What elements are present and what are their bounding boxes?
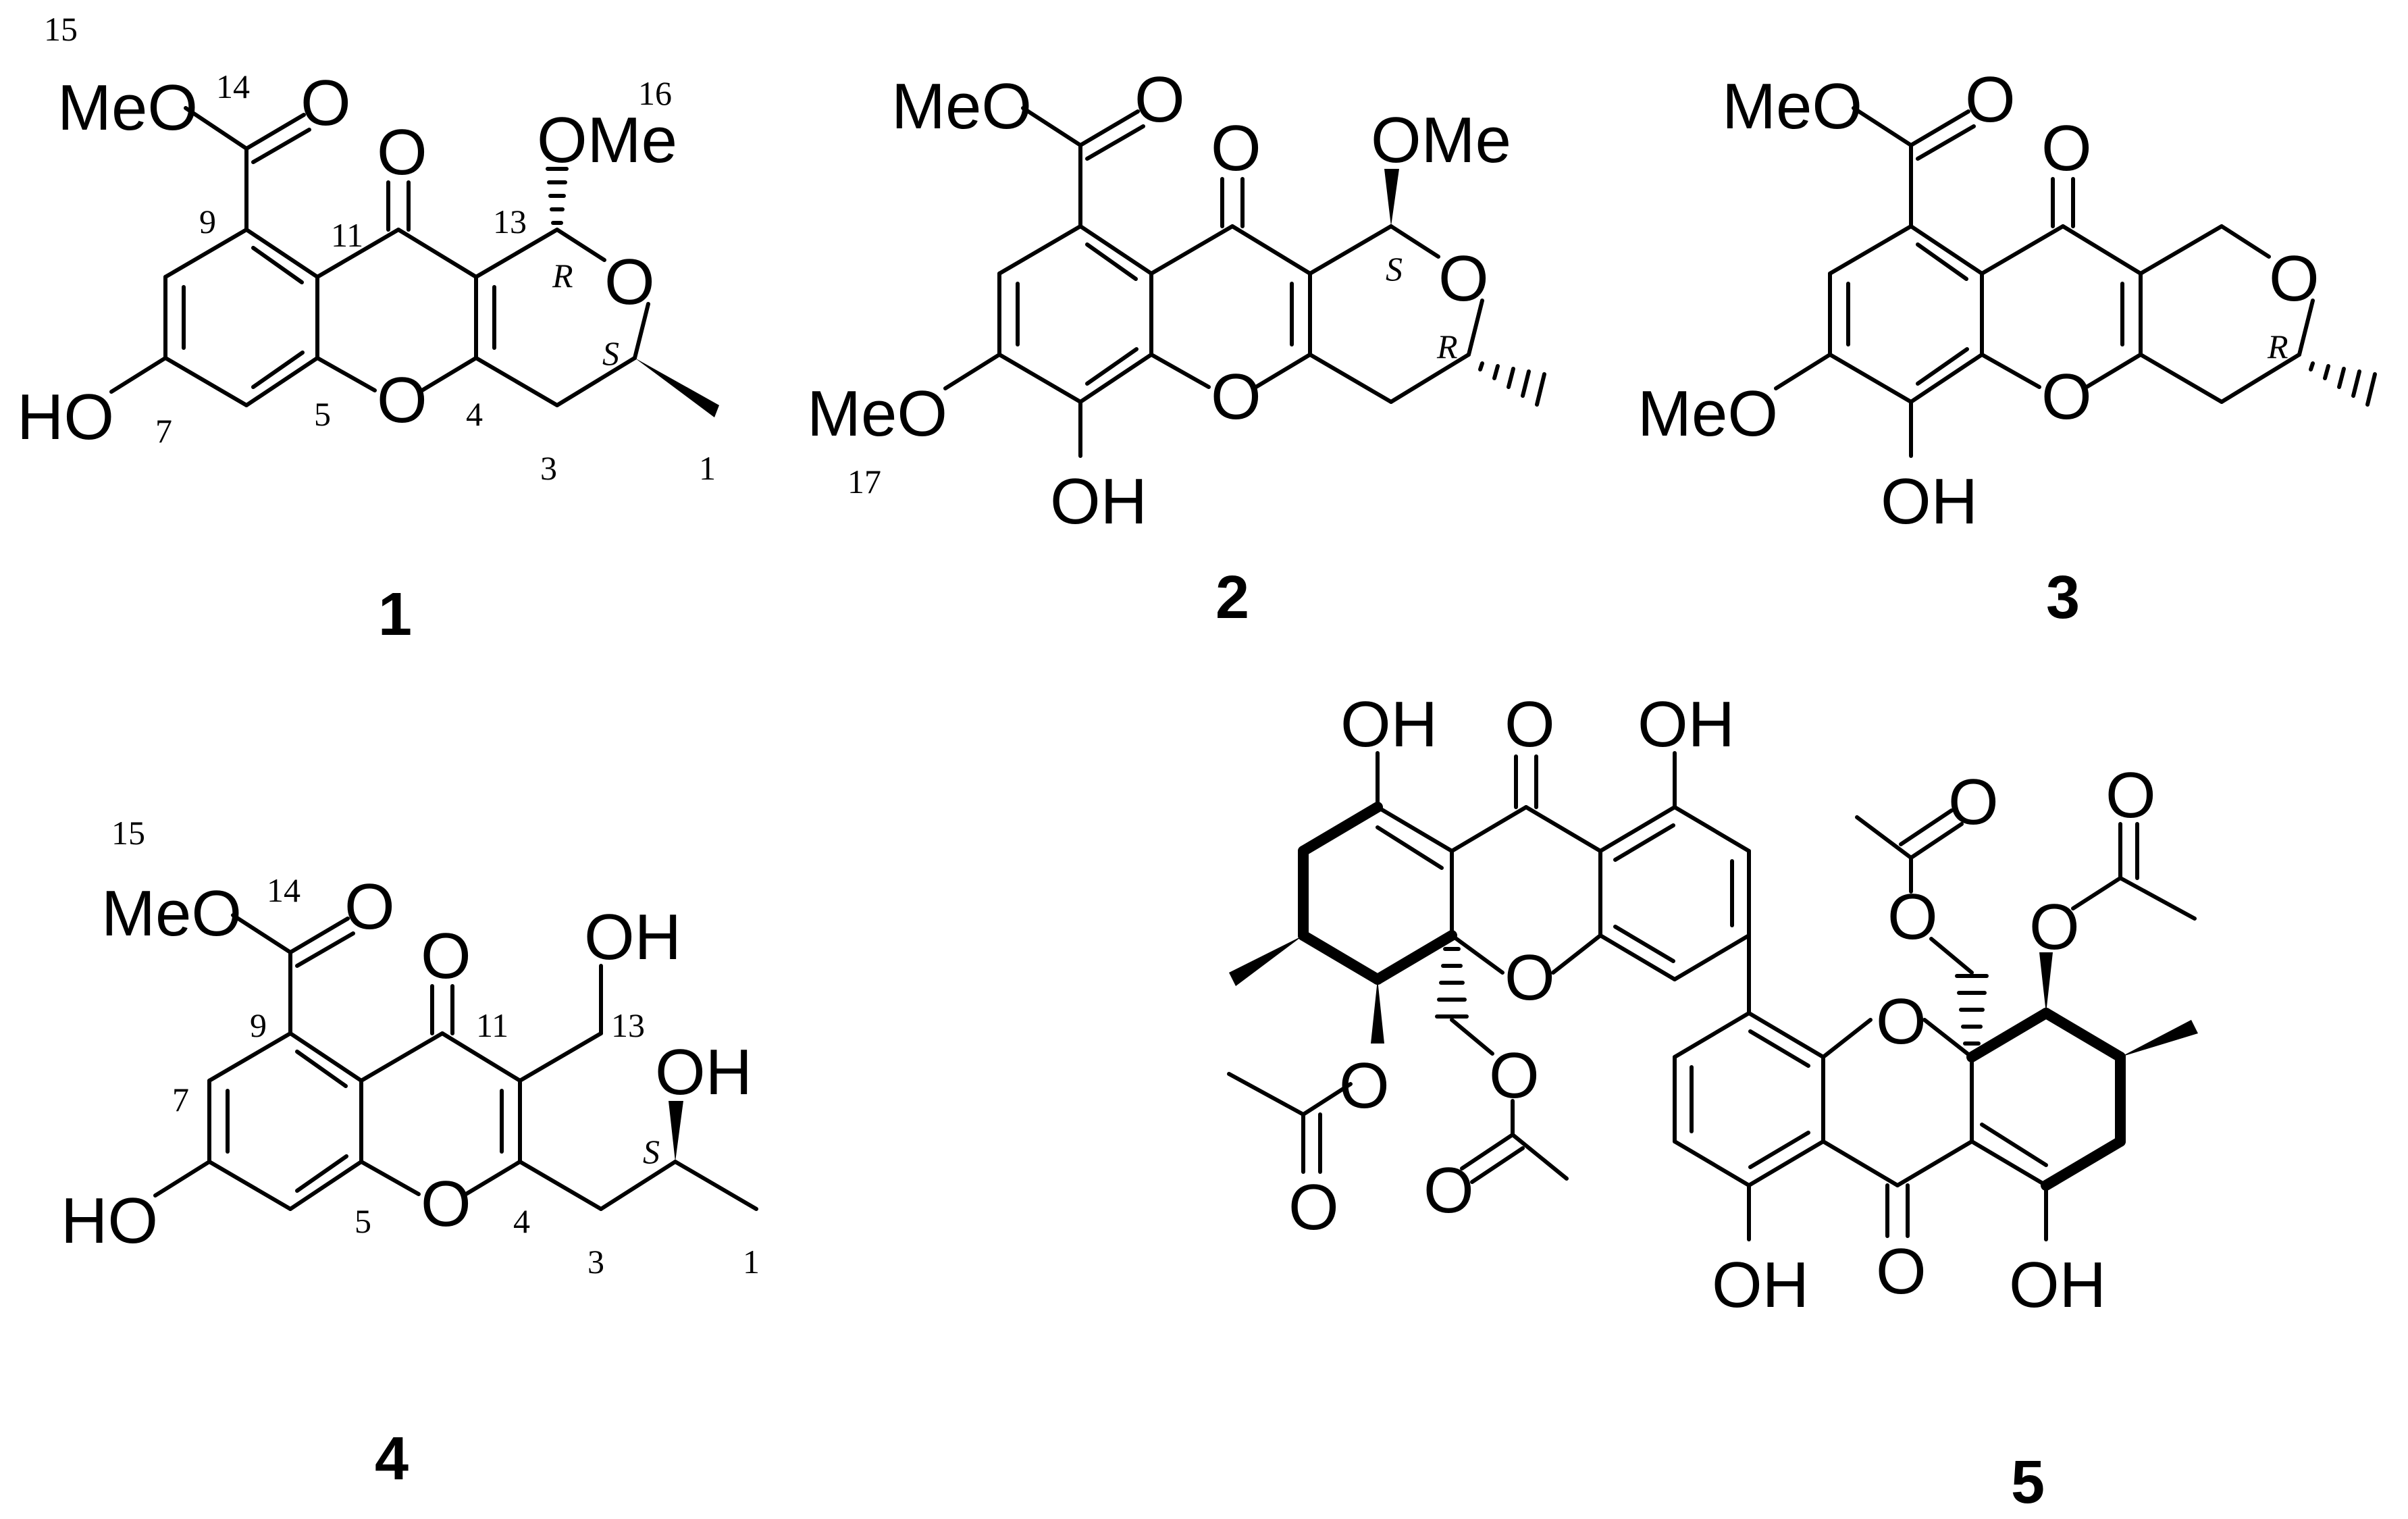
compound-3-pyran-o: O	[2269, 242, 2320, 315]
compound-1-config-2: S	[602, 334, 619, 372]
compound-4-oh-13: OH	[584, 901, 681, 973]
compound-5-bonds	[1227, 751, 2198, 1241]
compound-1-bonds	[109, 106, 719, 417]
compound-4-ring-o: O	[421, 1168, 471, 1240]
compound-1-ketone-o: O	[377, 116, 427, 188]
compound-4-ester-carbonyl-o: O	[344, 871, 395, 943]
compound-5-b-oac4-o: O	[2029, 891, 2080, 963]
compound-2-ester-carbonyl-o: O	[1134, 63, 1185, 136]
compound-2-num-17: 17	[847, 463, 881, 500]
compound-3-meo: MeO	[1638, 378, 1778, 450]
compound-3-ester-ome: MeO	[1722, 70, 1862, 143]
compound-5-a-ring-o: O	[1504, 942, 1555, 1014]
compound-4-labels: MeO O O OH OH O HO 15 14 9 11 13 7 5 4 3…	[61, 814, 760, 1281]
compound-5-b-ring-o: O	[1876, 985, 1927, 1058]
compound-1-structure: MeO O O OMe O O HO 15 14 16 9 11 13 7 5 …	[17, 10, 719, 648]
compound-4-num-13: 13	[611, 1006, 645, 1044]
compound-2-meo: MeO	[807, 378, 947, 450]
compound-2-ester-ome: MeO	[891, 70, 1032, 143]
compound-2-config-2: R	[1436, 328, 1458, 365]
compound-1-num-1: 1	[699, 449, 716, 487]
compound-3-config-2: R	[2267, 328, 2288, 365]
compound-4-num-11: 11	[476, 1006, 508, 1044]
compound-1-num-9: 9	[199, 203, 216, 240]
compound-5-a-ch2oac-carbonyl-o: O	[1423, 1154, 1474, 1227]
compound-2-ketone-o: O	[1211, 112, 1261, 184]
compound-3-id: 3	[2046, 564, 2080, 632]
compound-1-ester-ome: MeO	[57, 72, 198, 144]
compound-2-oh: OH	[1050, 465, 1147, 538]
compound-4-num-7: 7	[172, 1081, 189, 1118]
compound-4-structure: MeO O O OH OH O HO 15 14 9 11 13 7 5 4 3…	[61, 814, 760, 1493]
compound-2-structure: MeO O O OMe O O MeO OH 17 S R 2	[807, 63, 1546, 632]
compound-1-labels: MeO O O OMe O O HO 15 14 16 9 11 13 7 5 …	[17, 10, 716, 487]
compound-4-oh-2: OH	[655, 1036, 752, 1108]
compound-1-ester-carbonyl-o: O	[300, 67, 351, 139]
compound-1-config-13: R	[552, 257, 573, 294]
compound-1-num-15: 15	[44, 10, 78, 48]
compound-4-ketone-o: O	[421, 920, 471, 992]
compound-1-ho: HO	[17, 381, 114, 453]
compound-1-num-16: 16	[638, 74, 672, 112]
compound-1-num-7: 7	[155, 412, 172, 450]
compound-1-num-14: 14	[216, 68, 250, 105]
compound-5-a-oh-1: OH	[1340, 688, 1438, 761]
compound-1-num-13: 13	[493, 203, 527, 240]
compound-3-ester-carbonyl-o: O	[1965, 63, 2016, 136]
compound-4-num-3: 3	[587, 1243, 604, 1281]
compound-3-bonds	[1774, 106, 2377, 458]
compound-4-num-5: 5	[355, 1202, 371, 1240]
compound-4-config-2: S	[643, 1133, 660, 1170]
compound-4-num-1: 1	[743, 1243, 760, 1281]
compound-5-b-oh-1: OH	[2009, 1249, 2106, 1321]
compound-1-num-11: 11	[331, 216, 363, 254]
compound-5-a-oh-8: OH	[1638, 688, 1735, 761]
compound-4-num-15: 15	[111, 814, 145, 852]
compound-2-config-13: S	[1386, 250, 1403, 288]
compound-5-a-oac4-carbonyl-o: O	[1288, 1171, 1339, 1243]
compound-1-id: 1	[378, 581, 412, 648]
compound-5-b-oac4-carbonyl-o: O	[2105, 759, 2156, 831]
compound-2-id: 2	[1215, 564, 1249, 632]
compound-4-num-14: 14	[267, 871, 300, 909]
compound-5-b-ch2oac-o: O	[1887, 881, 1938, 953]
compound-5-id: 5	[2011, 1449, 2045, 1516]
compound-3-structure: MeO O O O O MeO OH R 3	[1638, 63, 2377, 632]
compound-1-num-3: 3	[540, 449, 557, 487]
compound-2-bonds	[943, 106, 1546, 458]
compound-3-labels: MeO O O O O MeO OH R	[1638, 63, 2320, 538]
compound-4-num-4: 4	[513, 1202, 530, 1240]
compound-3-ring-o: O	[2041, 361, 2092, 433]
compound-5-labels: OH O OH O O O O O O O O O O OH O OH	[1288, 688, 2156, 1321]
compound-3-oh: OH	[1881, 465, 1978, 538]
compound-2-ome: OMe	[1371, 104, 1511, 176]
compound-1-pyran-o: O	[604, 246, 655, 318]
compound-2-labels: MeO O O OMe O O MeO OH 17 S R	[807, 63, 1511, 538]
compound-5-a-keto-o: O	[1504, 688, 1555, 761]
compound-5-a-oac4-o: O	[1339, 1050, 1390, 1122]
compound-2-ring-o: O	[1211, 361, 1261, 433]
compound-5-a-ch2oac-o: O	[1489, 1039, 1540, 1112]
compound-4-ho: HO	[61, 1185, 158, 1257]
compound-1-num-5: 5	[314, 395, 331, 433]
compound-3-ketone-o: O	[2041, 112, 2092, 184]
compound-2-pyran-o: O	[1438, 242, 1489, 315]
compound-1-num-4: 4	[466, 395, 483, 433]
compound-1-ome: OMe	[537, 104, 677, 176]
compound-4-ester-ome: MeO	[101, 877, 242, 950]
compound-5-b-oh-8: OH	[1712, 1249, 1809, 1321]
compound-5-b-keto-o: O	[1876, 1235, 1927, 1308]
compound-5-structure: OH O OH O O O O O O O O O O OH O OH 5	[1227, 688, 2198, 1516]
compound-4-num-9: 9	[250, 1006, 267, 1044]
compound-4-id: 4	[375, 1425, 409, 1493]
compound-5-b-ch2oac-carbonyl-o: O	[1948, 766, 1999, 838]
compound-4-bonds	[153, 913, 758, 1211]
compound-1-ring-o: O	[377, 364, 427, 436]
